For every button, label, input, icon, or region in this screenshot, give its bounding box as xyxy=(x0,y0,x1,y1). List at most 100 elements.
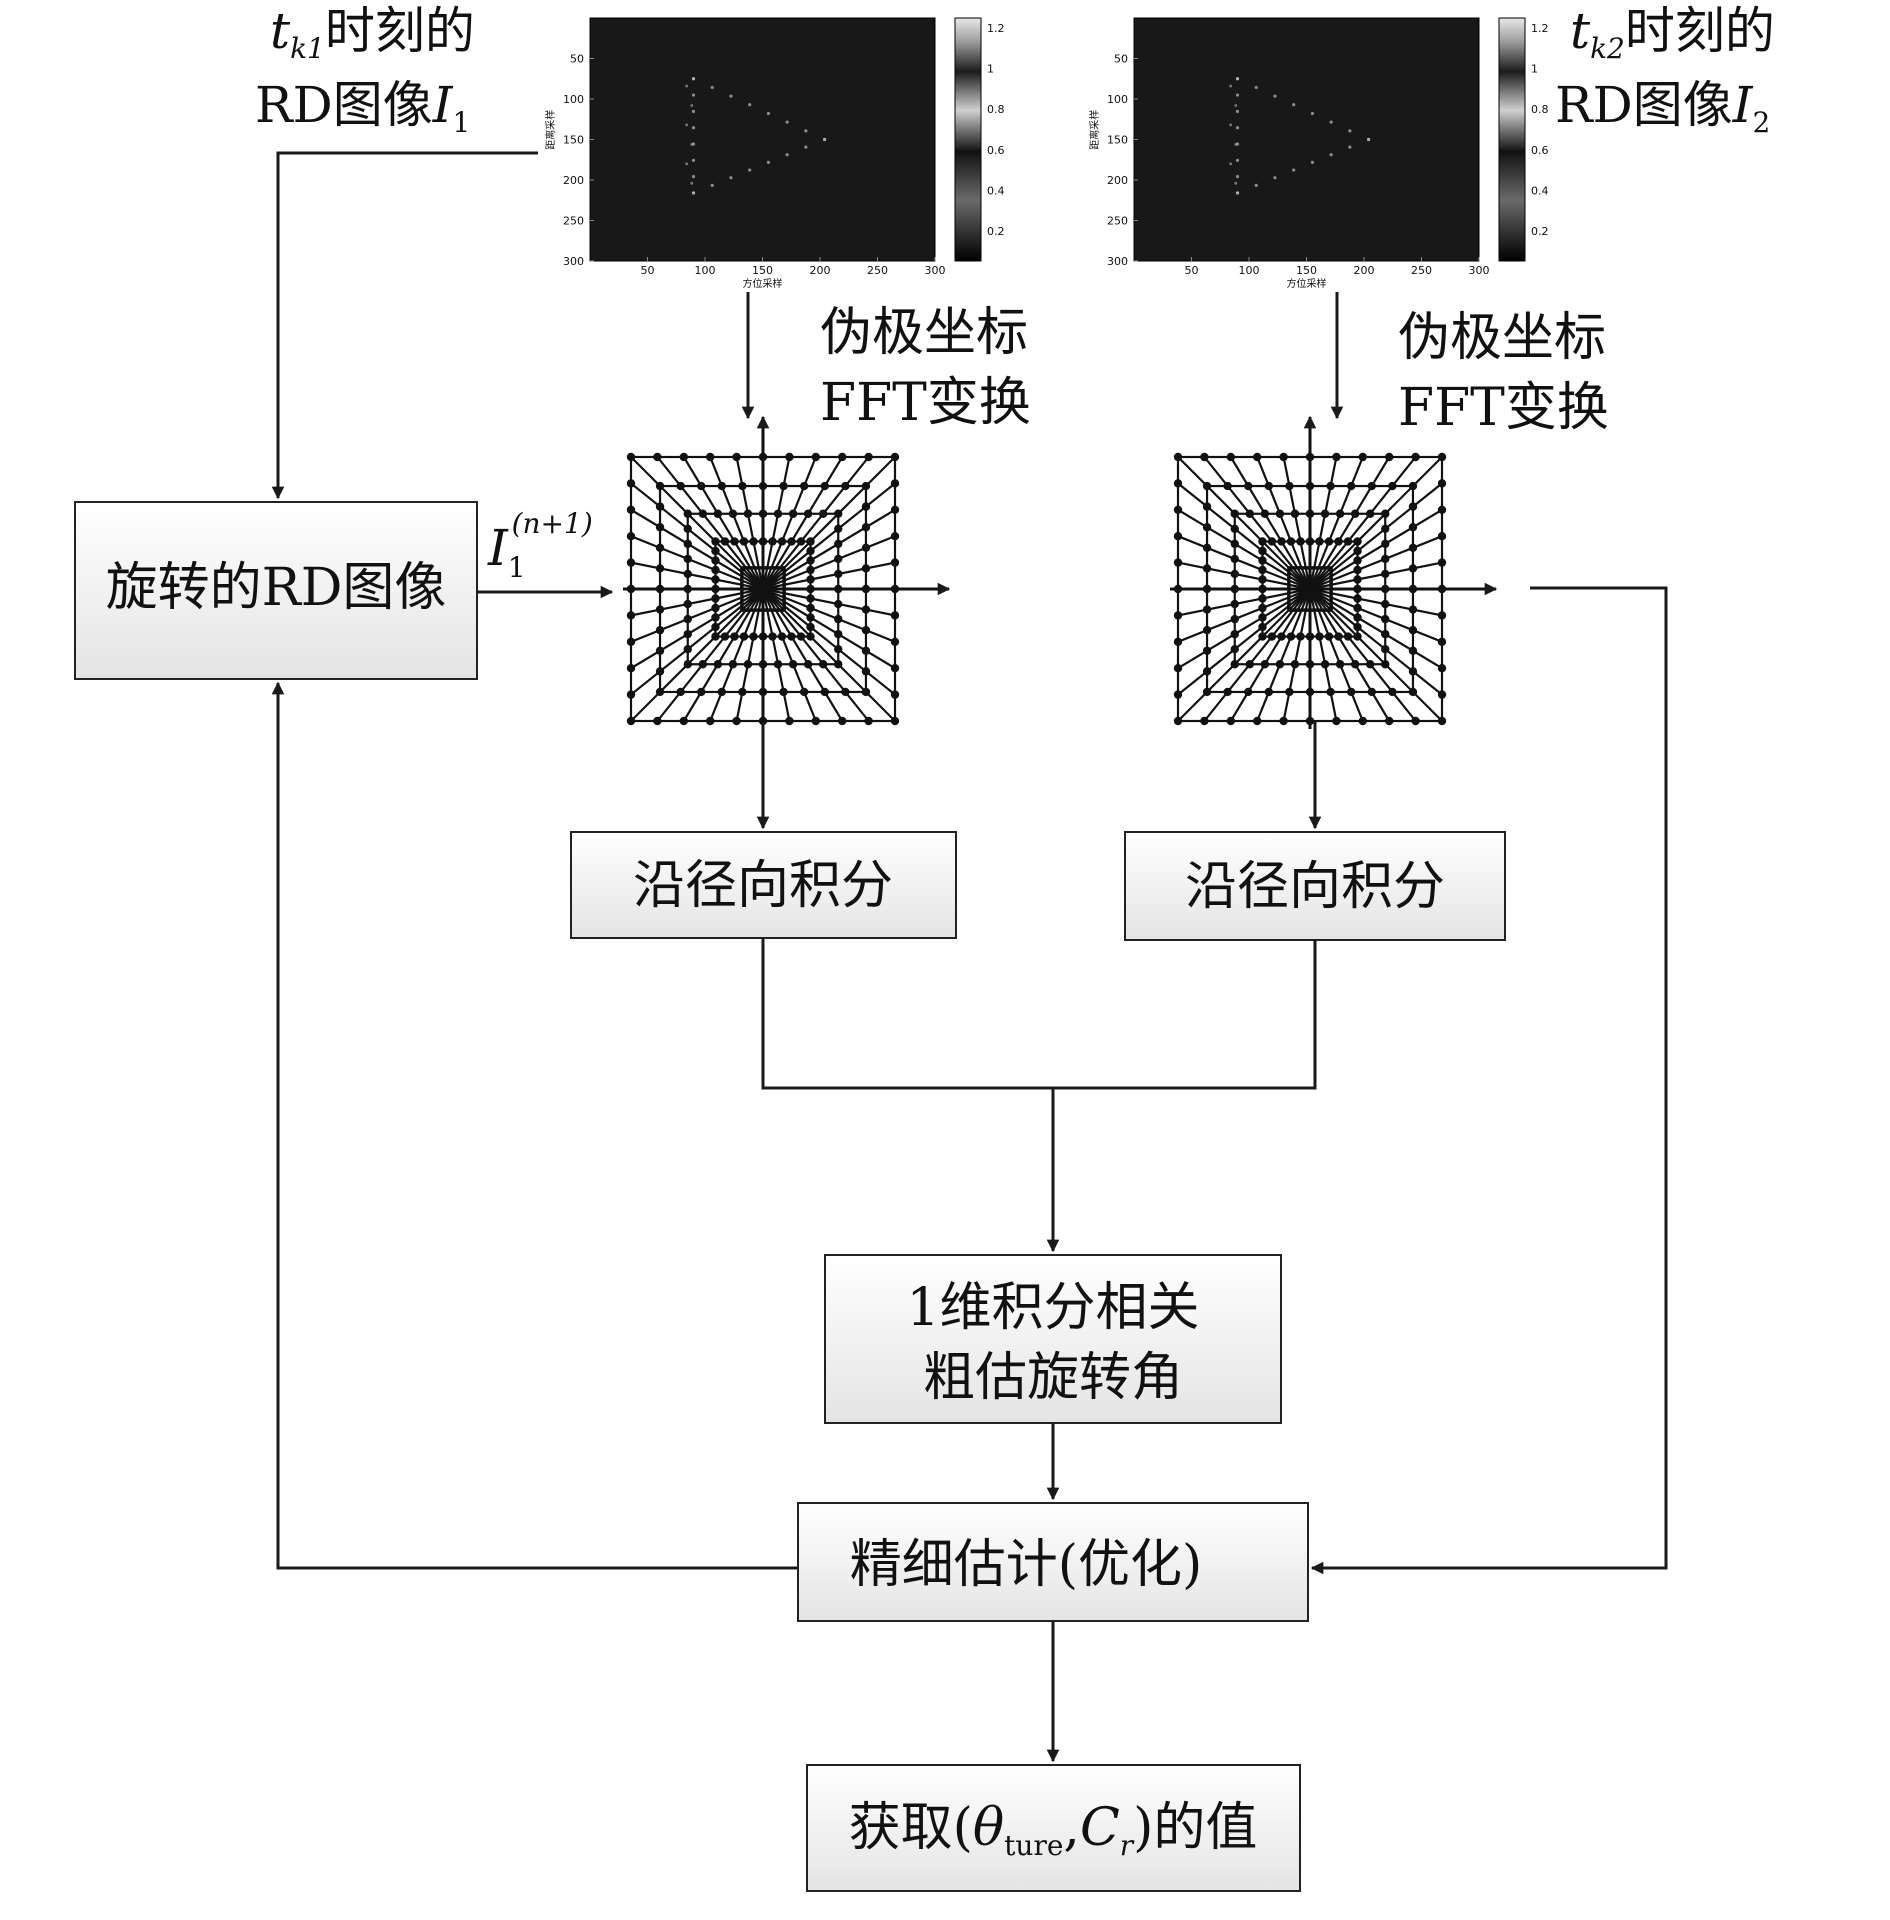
grid-point xyxy=(806,632,815,641)
grid-ray xyxy=(762,456,844,590)
grid-point xyxy=(806,537,815,546)
grid-point xyxy=(1367,481,1376,491)
grid-point xyxy=(796,632,806,641)
grid-point xyxy=(1437,637,1447,646)
grid-point xyxy=(683,569,692,579)
grid-point xyxy=(720,537,730,546)
colorbar-tick-label: 0.2 xyxy=(987,225,1005,238)
grid-point xyxy=(1275,509,1285,518)
grid-ray xyxy=(630,456,764,590)
x-tick-label: 300 xyxy=(1469,264,1490,277)
grid-point xyxy=(1334,537,1343,546)
scatterer xyxy=(691,126,696,130)
grid-point xyxy=(773,509,783,518)
grid-point xyxy=(1230,509,1239,518)
grid-ray xyxy=(762,587,896,643)
grid-point xyxy=(713,660,723,669)
grid-point xyxy=(1258,594,1267,603)
grid-point xyxy=(1230,554,1239,564)
grid-ray xyxy=(762,588,870,722)
grid-point xyxy=(1437,611,1447,620)
grid-point xyxy=(1320,660,1330,669)
grid-point xyxy=(1346,687,1356,697)
label-t-k1: tk1时刻的 xyxy=(270,2,475,65)
grid-point xyxy=(739,632,749,641)
scatterer xyxy=(1235,109,1240,113)
grid-ray xyxy=(735,456,765,590)
grid-point xyxy=(683,539,692,549)
grid-point xyxy=(1258,575,1267,584)
grid-point xyxy=(834,509,843,518)
grid-point xyxy=(626,716,636,726)
grid-point xyxy=(1258,632,1267,641)
y-tick-label: 250 xyxy=(1107,215,1128,228)
grid-point xyxy=(683,614,692,624)
grid-point xyxy=(1230,524,1239,534)
grid-point xyxy=(626,664,636,673)
grid-point xyxy=(626,558,636,567)
grid-point xyxy=(626,505,636,514)
grid-point xyxy=(806,613,815,622)
grid-point xyxy=(1385,452,1394,462)
grid-ray xyxy=(1309,588,1391,722)
grid-point xyxy=(834,614,843,624)
grid-ray xyxy=(1309,587,1443,643)
grid-point xyxy=(683,660,692,669)
radial-integration-box-left: 沿径向积分 xyxy=(570,831,957,939)
grid-point xyxy=(811,452,820,462)
grid-point xyxy=(861,543,871,553)
grid-ray xyxy=(1177,587,1311,617)
grid-point xyxy=(1296,537,1305,546)
grid-ray xyxy=(1309,588,1417,722)
grid-point xyxy=(864,452,873,462)
grid-point xyxy=(1381,629,1390,639)
grid-point xyxy=(1244,481,1253,491)
grid-point xyxy=(655,625,665,635)
grid-point xyxy=(676,687,685,697)
scatterer xyxy=(1367,137,1371,142)
grid-point xyxy=(1346,481,1356,491)
grid-ray xyxy=(630,588,764,722)
grid-point xyxy=(717,687,727,697)
grid-point xyxy=(1437,716,1447,726)
scatterer xyxy=(1234,104,1238,107)
grid-point xyxy=(626,611,636,620)
grid-ray xyxy=(1309,587,1443,617)
grid-point xyxy=(1258,622,1267,632)
y-tick-label: 50 xyxy=(1114,53,1128,66)
grid-point xyxy=(1226,716,1235,726)
grid-ray xyxy=(762,456,896,590)
grid-point xyxy=(1408,646,1418,655)
grid-point xyxy=(1173,664,1183,673)
grid-point xyxy=(1202,564,1212,573)
grid-point xyxy=(1245,509,1255,518)
grid-point xyxy=(1202,523,1212,532)
grid-point xyxy=(788,509,798,518)
scatterer xyxy=(1235,126,1240,130)
grid-point xyxy=(1408,625,1418,635)
grid-ray xyxy=(1309,456,1417,590)
grid-point xyxy=(834,644,843,654)
grid-point xyxy=(1173,611,1183,620)
grid-point xyxy=(1335,660,1345,669)
grid-ray xyxy=(630,588,764,696)
grid-point xyxy=(1230,644,1239,654)
grid-point xyxy=(1277,632,1286,641)
colorbar xyxy=(1498,17,1526,262)
grid-point xyxy=(711,556,720,565)
scatterer xyxy=(748,103,752,107)
scatterer xyxy=(1254,183,1258,187)
grid-ray xyxy=(762,535,896,591)
radial-integration-label-left: 沿径向积分 xyxy=(633,856,893,916)
colorbar-tick-label: 0.6 xyxy=(1531,144,1549,157)
grid-point xyxy=(655,502,665,511)
grid-ray xyxy=(761,588,791,722)
grid-point xyxy=(1358,452,1367,462)
grid-ray xyxy=(1203,588,1311,722)
scatterer xyxy=(1292,103,1296,107)
grid-point xyxy=(834,599,843,609)
grid-point xyxy=(1230,599,1239,609)
grid-ray xyxy=(762,482,896,590)
grid-point xyxy=(1173,452,1183,462)
scatterer xyxy=(685,84,688,88)
